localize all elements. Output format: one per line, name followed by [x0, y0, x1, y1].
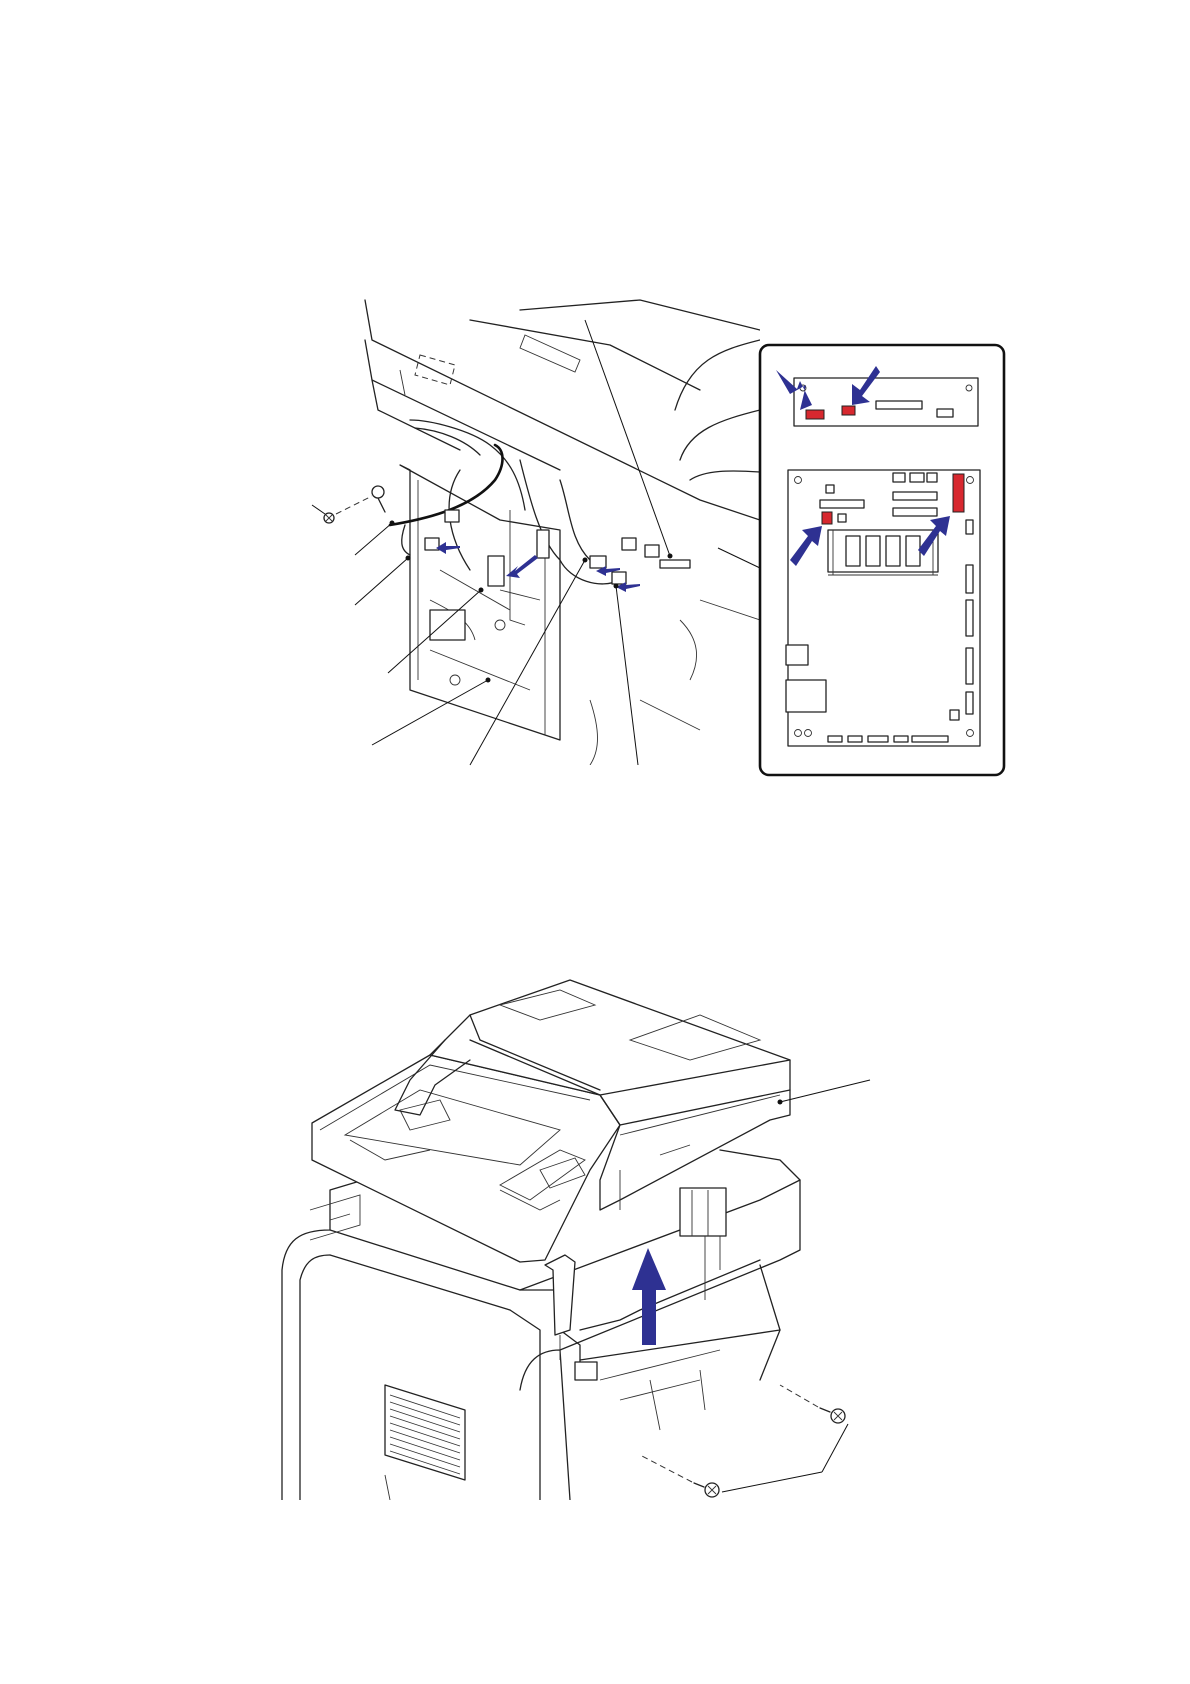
- screw-icon: [312, 505, 334, 523]
- machine-rear-view: [365, 300, 760, 765]
- ground-terminal-icon: [372, 486, 384, 498]
- connector-highlight: [953, 474, 964, 512]
- connector-3: [537, 530, 549, 558]
- hinge-left: [545, 1255, 575, 1335]
- hinge-socket-left: [575, 1362, 597, 1380]
- connector-6: [645, 545, 659, 557]
- connector-2: [488, 556, 504, 586]
- connector-8: [660, 560, 690, 568]
- screw-icon: [820, 1408, 845, 1423]
- connector-highlight: [822, 512, 832, 524]
- arrow-icon: [506, 555, 538, 578]
- leader-lines: [355, 320, 760, 765]
- leader-lines: [722, 1080, 870, 1492]
- hinge-right: [680, 1188, 726, 1236]
- connector-5: [622, 538, 636, 550]
- main-board: [786, 470, 980, 746]
- sub-board: [794, 378, 978, 426]
- connector-highlight: [842, 406, 855, 415]
- lift-up-arrow-icon: [632, 1248, 666, 1345]
- figure-harness-disconnect: [0, 0, 1190, 800]
- connector-4: [590, 556, 606, 568]
- figure-adf-removal: [0, 900, 1190, 1520]
- pcb-inset: [760, 345, 1004, 775]
- vent-grille: [385, 1385, 465, 1480]
- connector-highlight: [806, 410, 824, 419]
- adf-unit: [312, 980, 790, 1335]
- screw-icon: [694, 1483, 719, 1497]
- connector-7: [612, 572, 626, 584]
